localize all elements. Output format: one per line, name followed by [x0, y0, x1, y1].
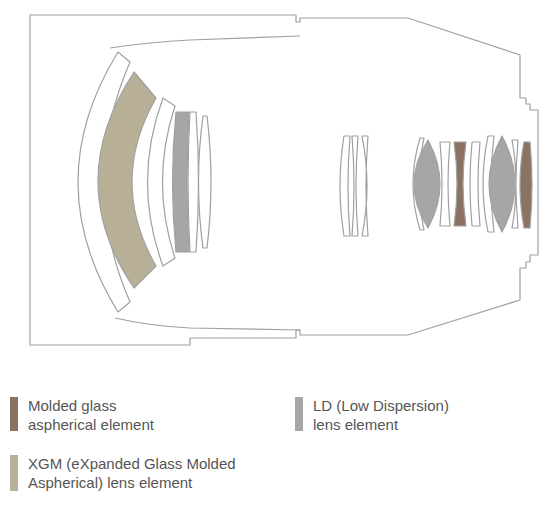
lens-element [470, 142, 480, 226]
lens-element [188, 112, 199, 252]
legend-swatch [10, 455, 18, 491]
molded-aspherical-element [454, 142, 466, 226]
legend-label: XGM (eXpanded Glass Molded Aspherical) l… [28, 454, 260, 492]
lens-element [340, 136, 350, 236]
ld-element [173, 112, 190, 252]
legend-swatch [295, 397, 303, 431]
lens-element [512, 140, 518, 228]
legend-label: LD (Low Dispersion) lens element [313, 396, 463, 434]
lens-element [362, 136, 368, 236]
ld-element [414, 140, 440, 228]
lens-element [148, 98, 176, 266]
ld-element [489, 136, 515, 232]
molded-aspherical-element [520, 142, 532, 228]
lens-element [199, 116, 212, 248]
legend-label: Molded glass aspherical element [28, 396, 178, 434]
mount-line [110, 36, 300, 48]
mount-line [115, 318, 300, 330]
lens-element [440, 142, 450, 226]
lens-barrel [30, 15, 538, 345]
lens-element [352, 136, 358, 236]
legend-swatch [10, 397, 18, 431]
